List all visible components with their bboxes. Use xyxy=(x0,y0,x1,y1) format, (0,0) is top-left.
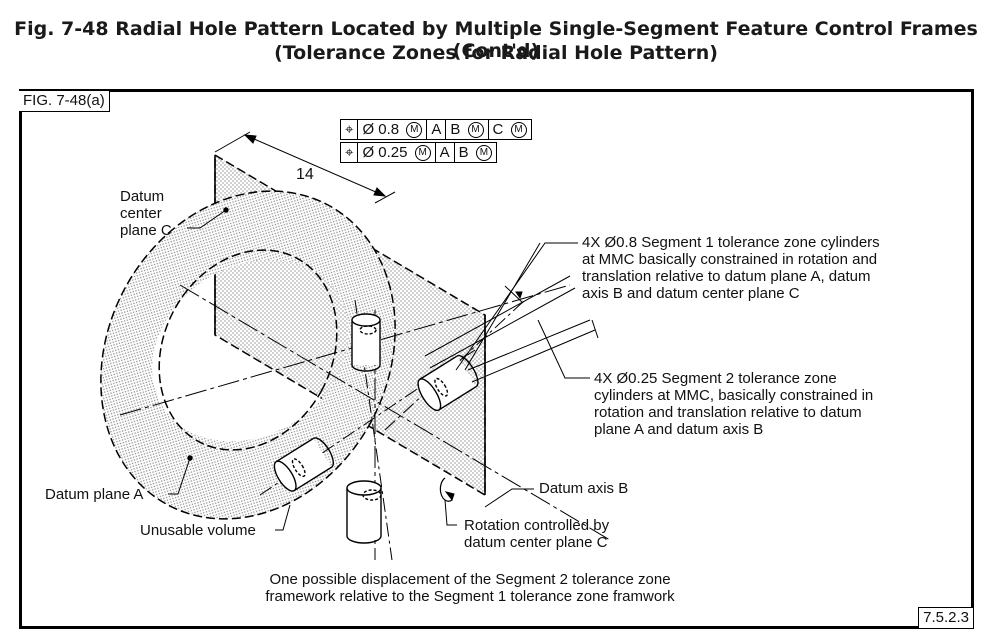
datum-ref-b: B xyxy=(450,120,461,138)
datum-plane-a-inner xyxy=(158,249,338,451)
center-line-diagonal xyxy=(179,284,611,541)
dimension-14-label: 14 xyxy=(296,166,314,183)
tolerance-cylinder-left xyxy=(273,437,334,492)
datum-ref-c: C xyxy=(492,120,504,138)
feature-control-frame-2: ⌖ Ø 0.25 M A B M xyxy=(339,142,497,163)
mmc-modifier-icon: M xyxy=(414,145,431,162)
leader-datum-center-plane xyxy=(187,209,227,229)
feature-control-frame-1: ⌖ Ø 0.8 M A B M C M xyxy=(339,119,532,140)
tolerance-value: Ø 0.25 xyxy=(362,143,408,161)
datum-ref-b: B xyxy=(458,143,469,161)
tolerance-value: Ø 0.8 xyxy=(362,120,400,138)
leader-segment-1 xyxy=(455,242,578,371)
segment-1-note: 4X Ø0.8 Segment 1 tolerance zone cylinde… xyxy=(582,234,880,302)
leader-datum-plane-a xyxy=(168,457,191,495)
position-symbol: ⌖ xyxy=(339,119,359,140)
figure-title: Fig. 7-48 Radial Hole Pattern Located by… xyxy=(14,18,978,62)
tolerance-cell: Ø 0.8 M xyxy=(357,119,428,140)
tolerance-cylinder-upper xyxy=(351,313,381,372)
datum-center-plane-label: Datum center plane C xyxy=(120,188,172,239)
figure-number-tag: FIG. 7-48(a) xyxy=(19,91,110,112)
datum-plane-a-ring xyxy=(100,190,396,520)
leader-datum-axis-b xyxy=(484,488,534,508)
datum-ref-a: A xyxy=(426,119,447,140)
tolerance-cylinder-right xyxy=(417,354,479,412)
rotation-arrow xyxy=(439,477,453,502)
datum-ref-b-cell: B M xyxy=(445,119,489,140)
leader-segment-2 xyxy=(537,319,590,379)
mmc-modifier-icon: M xyxy=(467,122,484,139)
leader-unusable-volume xyxy=(275,504,291,531)
datum-ref-c-cell: C M xyxy=(487,119,532,140)
dimension-14 xyxy=(214,131,396,204)
datum-axis-b-line xyxy=(119,284,571,416)
leader-rotation xyxy=(444,499,457,526)
datum-axis-b-label: Datum axis B xyxy=(539,480,629,497)
paragraph-reference: 7.5.2.3 xyxy=(918,607,973,628)
figure-subtitle: (Tolerance Zones for Radial Hole Pattern… xyxy=(274,42,718,64)
segment-2-note: 4X Ø0.25 Segment 2 tolerance zone cylind… xyxy=(594,370,874,438)
tolerance-cylinder-lower xyxy=(346,480,382,544)
datum-ref-a: A xyxy=(434,142,455,163)
datum-ref-b-cell: B M xyxy=(453,142,497,163)
unusable-volume-label: Unusable volume xyxy=(140,522,256,539)
mmc-modifier-icon: M xyxy=(510,122,527,139)
mmc-modifier-icon: M xyxy=(406,122,423,139)
mmc-modifier-icon: M xyxy=(475,145,492,162)
position-symbol: ⌖ xyxy=(339,142,359,163)
displacement-note: One possible displacement of the Segment… xyxy=(265,571,675,605)
tolerance-cell: Ø 0.25 M xyxy=(357,142,436,163)
rotation-note: Rotation controlled by datum center plan… xyxy=(464,517,610,551)
figure-frame xyxy=(19,89,974,629)
segment-1-width-dims xyxy=(424,275,599,383)
datum-plane-a-label: Datum plane A xyxy=(45,486,144,503)
leader-lines xyxy=(168,207,590,531)
